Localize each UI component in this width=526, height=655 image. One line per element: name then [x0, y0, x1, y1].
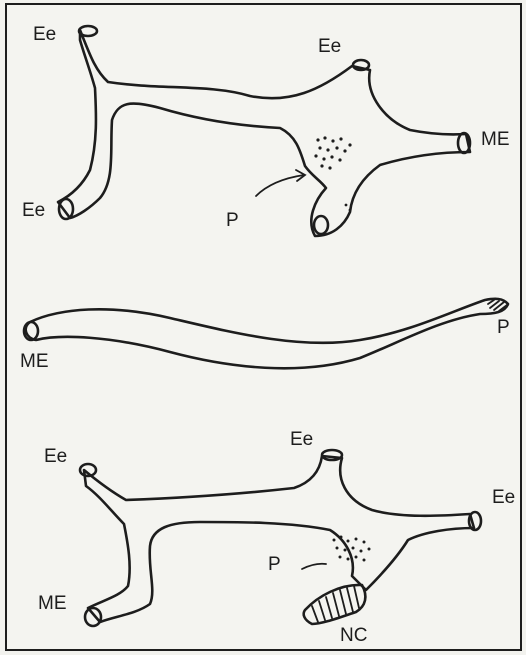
bottom-label-ee-upper-middle: Ee — [290, 429, 313, 450]
middle-specimen — [24, 299, 508, 368]
middle-specimen-outline — [26, 299, 508, 368]
bottom-label-ee-right: Ee — [492, 487, 515, 508]
top-label-ee-upper-left: Ee — [33, 24, 56, 45]
top-specimen — [58, 26, 470, 236]
bottom-p-leader — [302, 564, 326, 569]
bottom-label-p: P — [268, 554, 281, 575]
top-specimen-outline — [58, 30, 470, 236]
top-label-p: P — [226, 210, 239, 231]
top-ee-cap-lower-left — [59, 199, 73, 219]
top-p-cap — [314, 216, 328, 234]
top-label-me: ME — [481, 129, 510, 150]
bottom-label-ee-upper-left: Ee — [44, 446, 67, 467]
top-p-stipple — [314, 136, 351, 211]
bottom-specimen-outline — [84, 456, 474, 622]
bottom-label-me: ME — [38, 593, 67, 614]
bottom-specimen — [80, 450, 481, 626]
bottom-label-nc: NC — [340, 625, 367, 646]
top-label-ee-lower-left: Ee — [22, 200, 45, 221]
bottom-me-cap — [85, 608, 101, 626]
middle-label-me: ME — [20, 351, 49, 372]
top-p-arrow — [256, 175, 304, 196]
top-label-ee-upper-right: Ee — [318, 36, 341, 57]
bottom-nc-coil — [304, 585, 366, 624]
middle-label-p: P — [497, 317, 510, 338]
